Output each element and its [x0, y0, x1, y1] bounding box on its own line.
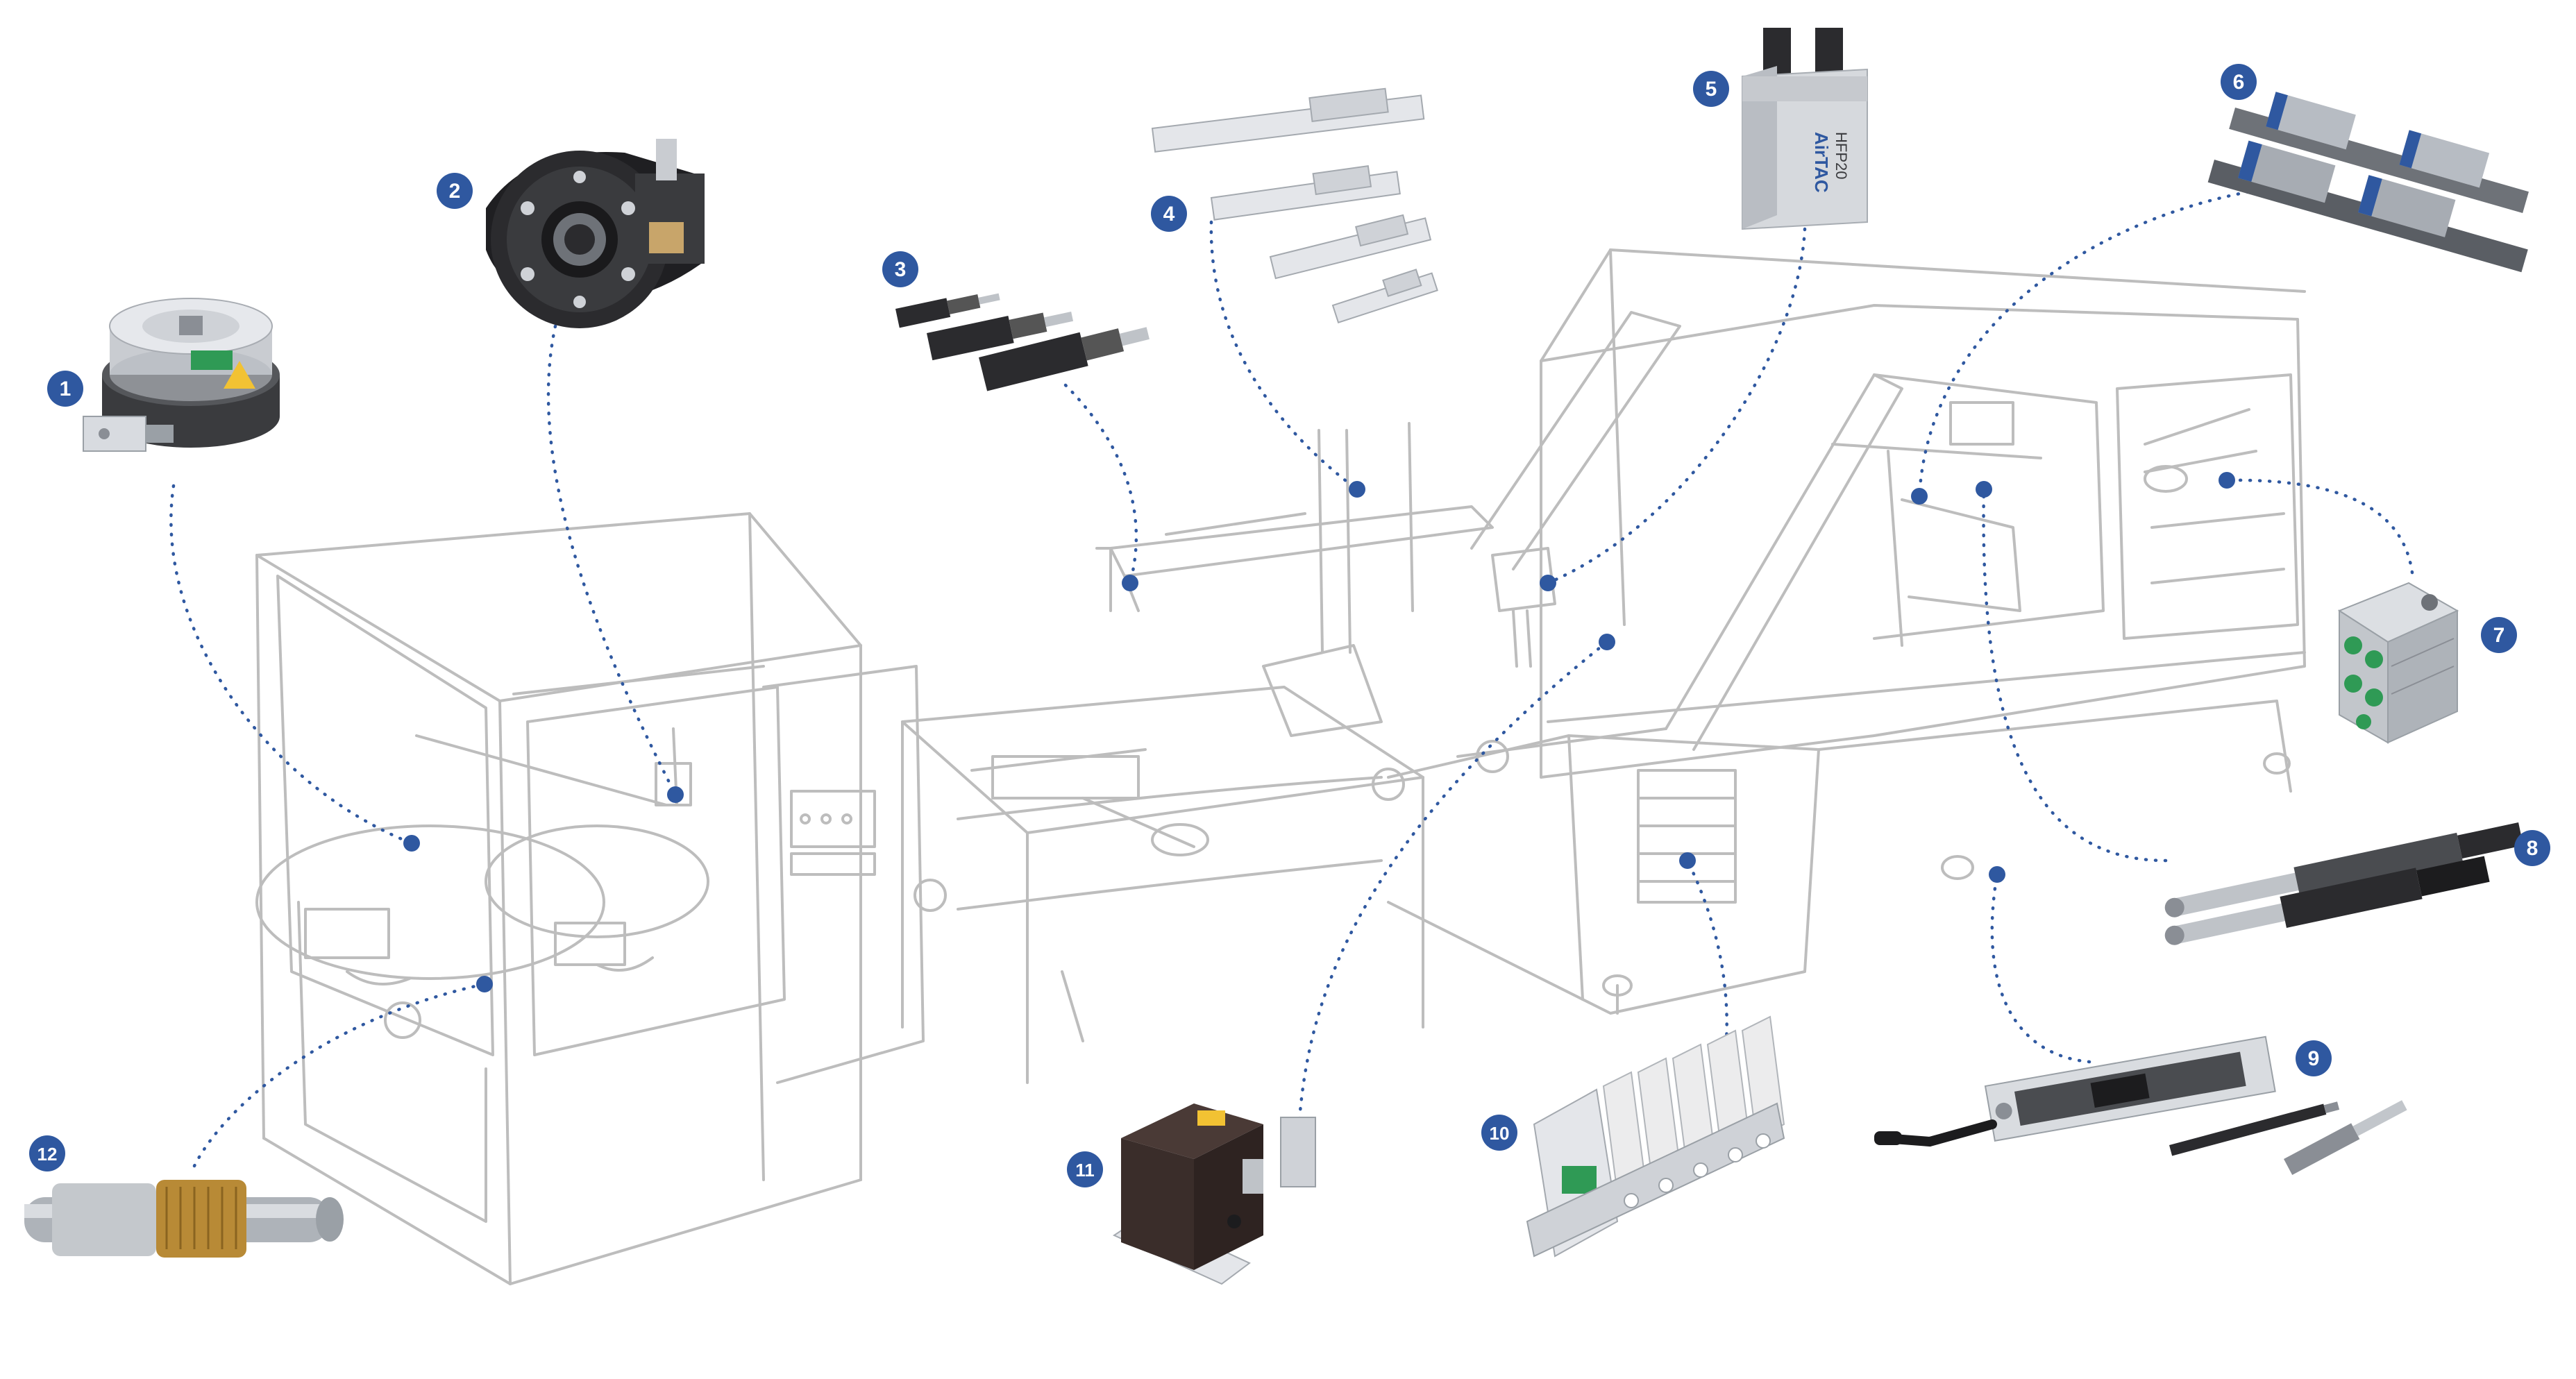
callout-badge-7[interactable]: 7 — [2481, 617, 2517, 653]
svg-text:12: 12 — [37, 1144, 58, 1165]
callout-badge-6[interactable]: 6 — [2221, 64, 2257, 100]
svg-text:5: 5 — [1706, 78, 1717, 101]
anchor-dots — [403, 472, 2235, 992]
linear-guide-rails-icon[interactable] — [2207, 82, 2536, 273]
gantry-sketch — [1095, 422, 1556, 668]
callout-badge-10[interactable]: 10 — [1481, 1115, 1517, 1151]
rotary-table-icon[interactable] — [83, 298, 280, 452]
anchor-dot-8[interactable] — [1976, 481, 1992, 498]
callout-badge-11[interactable]: 11 — [1067, 1151, 1103, 1187]
vacuum-ejector-block-icon[interactable] — [2337, 582, 2459, 744]
svg-text:7: 7 — [2493, 624, 2505, 647]
safety-switch-icon[interactable] — [1112, 1103, 1316, 1285]
callout-badge-2[interactable]: 2 — [437, 173, 473, 209]
machine-sketch — [255, 248, 2306, 1285]
anchor-dot-1[interactable] — [403, 835, 420, 852]
anchor-dot-11[interactable] — [1599, 634, 1615, 650]
shock-absorbers-icon[interactable] — [895, 287, 1152, 391]
tool-changer-icon[interactable] — [486, 139, 705, 328]
svg-text:4: 4 — [1163, 203, 1175, 226]
anchor-dot-10[interactable] — [1679, 852, 1696, 869]
svg-text:11: 11 — [1075, 1160, 1095, 1181]
anchor-dot-5[interactable] — [1540, 575, 1556, 591]
svg-text:10: 10 — [1490, 1123, 1510, 1144]
callout-badge-8[interactable]: 8 — [2514, 830, 2550, 866]
parallel-gripper-icon[interactable]: AirTAC HFP20 — [1742, 28, 1868, 230]
conveyor-sketch — [901, 644, 1424, 1084]
callout-badge-5[interactable]: 5 — [1693, 71, 1729, 107]
svg-text:1: 1 — [60, 378, 71, 400]
callout-badge-9[interactable]: 9 — [2296, 1040, 2332, 1076]
control-panel-sketch — [762, 665, 925, 1084]
anchor-dot-4[interactable] — [1349, 481, 1365, 498]
left-station-sketch — [255, 512, 862, 1285]
svg-text:9: 9 — [2308, 1047, 2320, 1070]
anchor-dot-3[interactable] — [1122, 575, 1138, 591]
gripper-brand: AirTAC — [1811, 132, 1832, 193]
gripper-model: HFP20 — [1833, 132, 1850, 179]
leader-lines — [169, 185, 2414, 1168]
callout-badge-3[interactable]: 3 — [882, 251, 918, 287]
anchor-dot-12[interactable] — [476, 976, 493, 992]
callout-badge-12[interactable]: 12 — [29, 1135, 65, 1171]
svg-text:2: 2 — [449, 180, 461, 203]
anchor-dot-2[interactable] — [667, 786, 684, 803]
right-machine-sketch — [1387, 248, 2306, 1015]
anchor-dot-9[interactable] — [1989, 866, 2005, 883]
svg-text:8: 8 — [2527, 837, 2539, 860]
callout-badge-1[interactable]: 1 — [47, 371, 83, 407]
callout-badge-4[interactable]: 4 — [1151, 196, 1187, 232]
svg-text:3: 3 — [895, 258, 907, 281]
svg-text:6: 6 — [2233, 71, 2245, 94]
linear-actuators-icon[interactable] — [1151, 85, 1438, 323]
electric-cylinders-icon[interactable] — [2162, 820, 2524, 953]
anchor-dot-7[interactable] — [2219, 472, 2235, 489]
hand-crank-spindle-icon[interactable] — [1874, 1035, 2409, 1175]
callout-badges: 1 2 3 4 5 6 7 8 — [29, 64, 2550, 1187]
valve-manifold-icon[interactable] — [1526, 1015, 1785, 1258]
anchor-dot-6[interactable] — [1911, 488, 1928, 505]
ball-bushing-shaft-icon[interactable] — [24, 1180, 344, 1258]
